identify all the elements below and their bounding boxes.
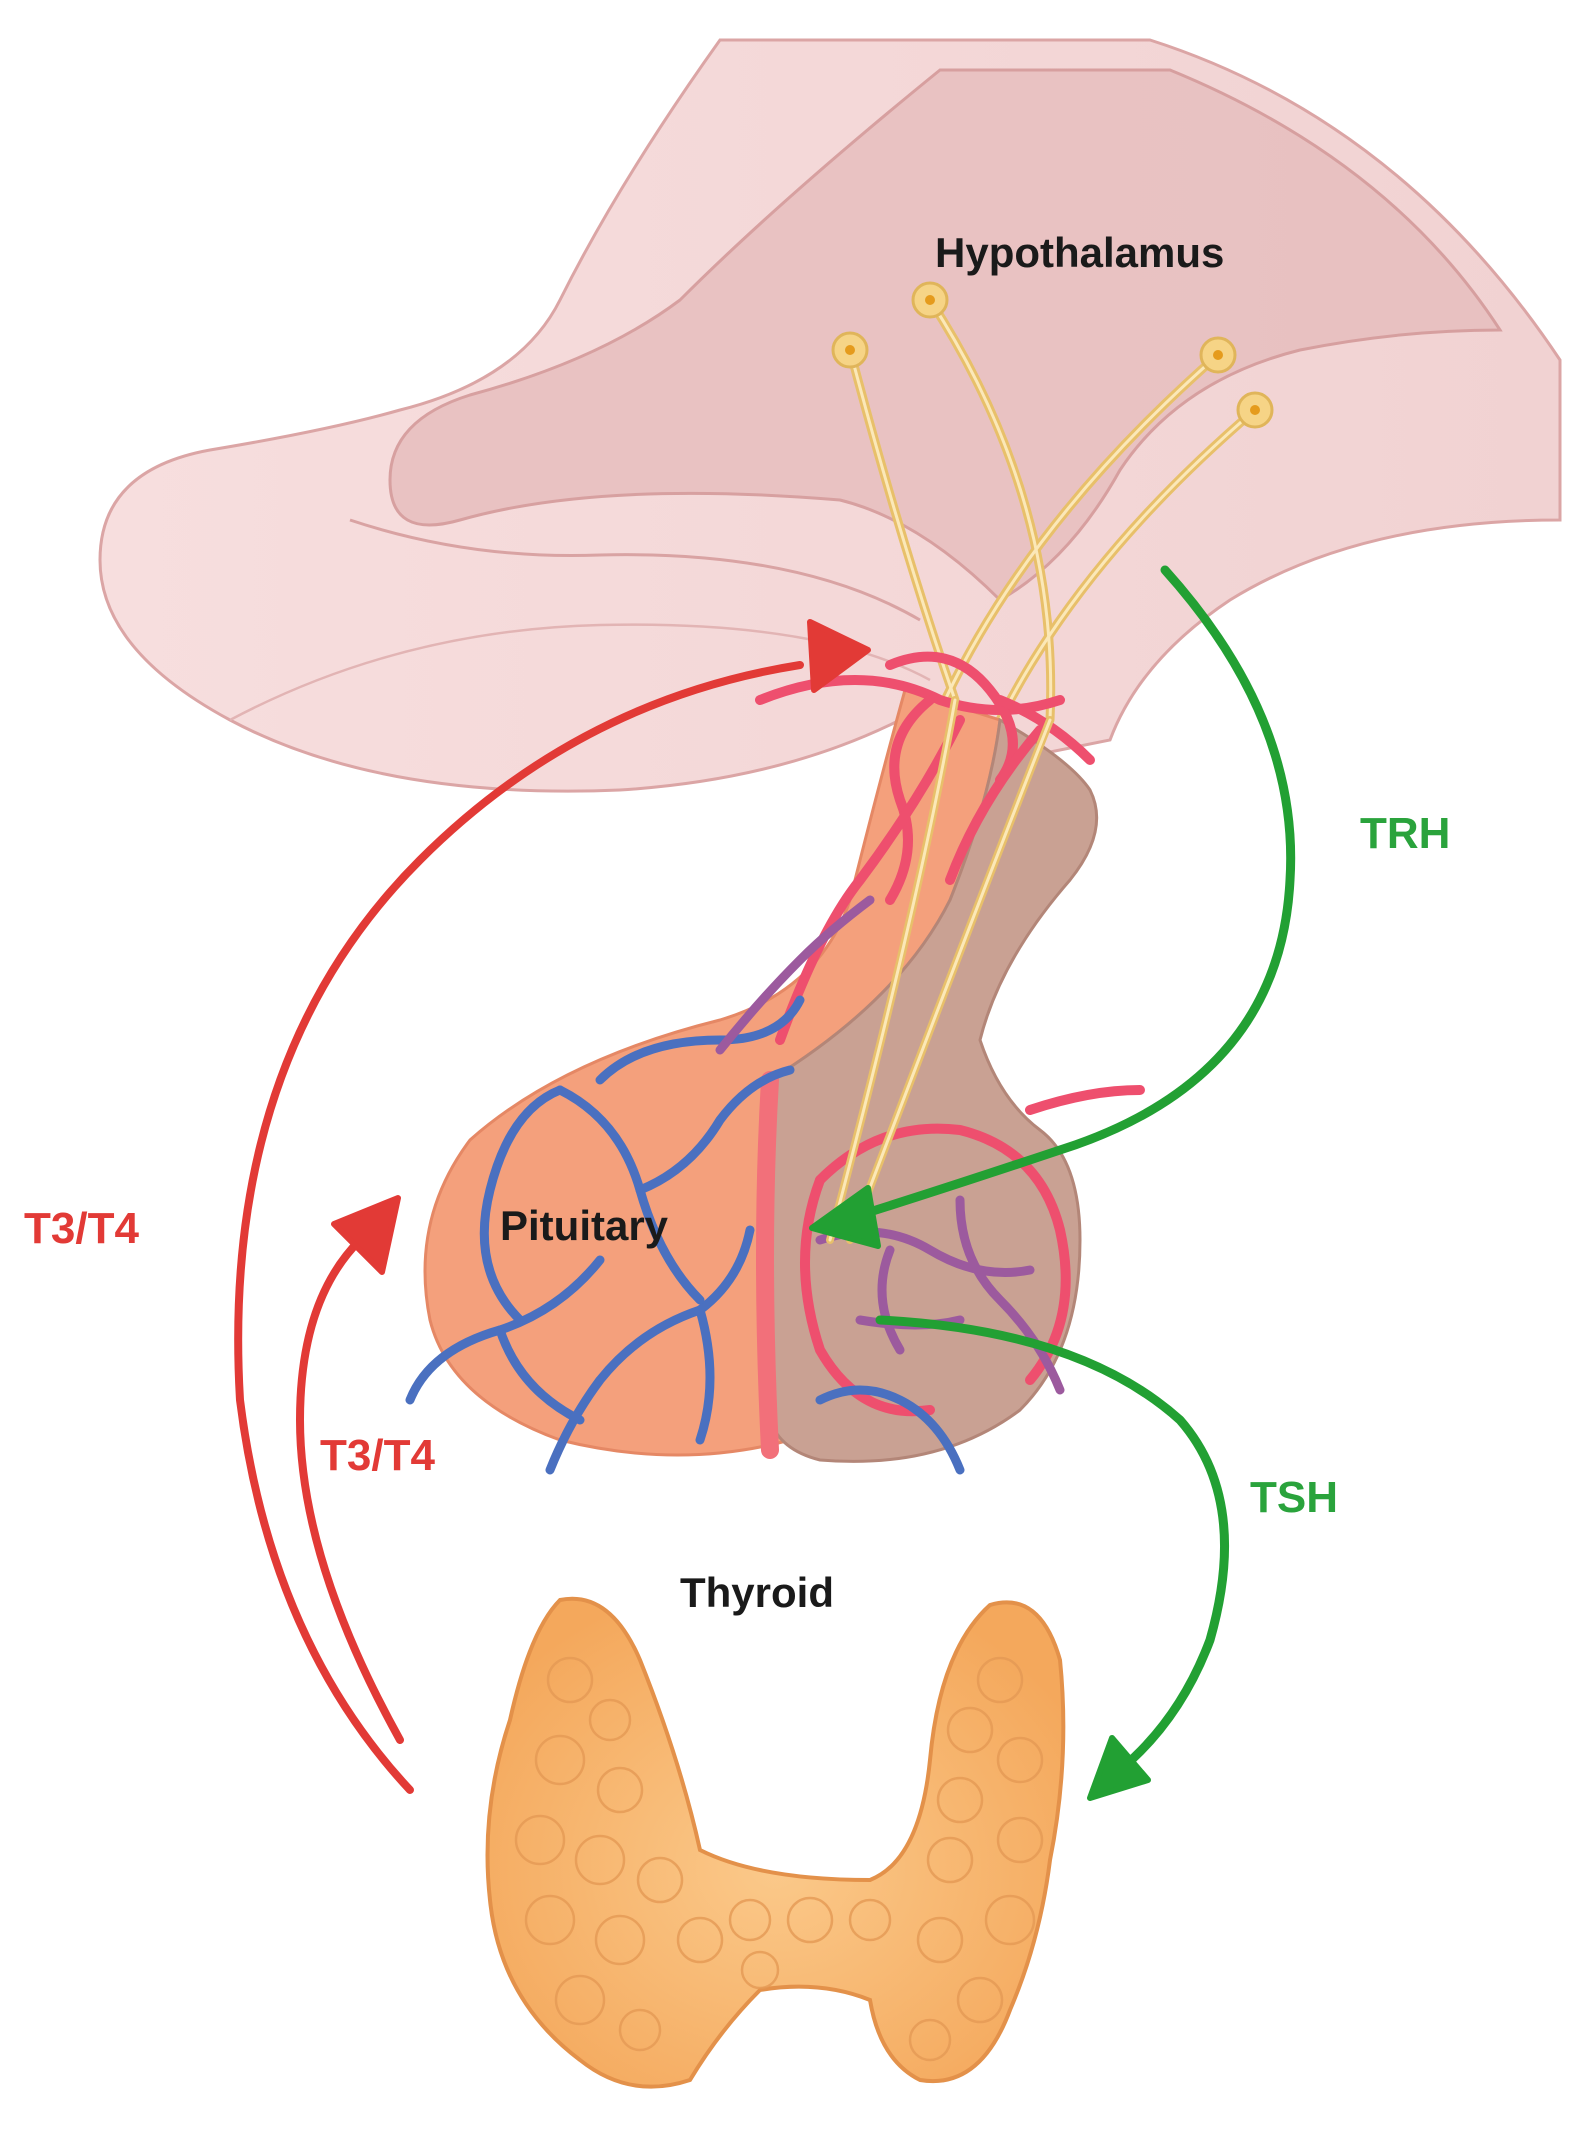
trh-arrow-line bbox=[855, 565, 1296, 1220]
anterior-veins bbox=[405, 995, 965, 1475]
hypothalamus-label: Hypothalamus bbox=[935, 229, 1225, 276]
thyroid-body bbox=[485, 1596, 1066, 2089]
tsh-label: TSH bbox=[1250, 1473, 1338, 1522]
tsh-arrow-line bbox=[875, 1315, 1230, 1775]
neuron-cell-bodies bbox=[831, 281, 1274, 429]
t3t4-inner-arrow-line bbox=[295, 1236, 404, 1744]
intermediate-lobe bbox=[756, 1071, 779, 1459]
pituitary-label: Pituitary bbox=[500, 1202, 669, 1249]
thyroid-gland bbox=[485, 1596, 1066, 2089]
trh-label: TRH bbox=[1360, 809, 1451, 858]
third-ventricle bbox=[388, 68, 1503, 602]
arrows bbox=[234, 565, 1296, 1801]
posterior-axons-inner bbox=[828, 698, 1052, 1242]
ventricle-inner-fold bbox=[349, 518, 921, 622]
t3t4-outer-label: T3/T4 bbox=[24, 1204, 139, 1253]
trh-arrowhead bbox=[809, 1185, 881, 1249]
pituitary-gland bbox=[405, 651, 1145, 1475]
t3t4-outer-arrowhead bbox=[807, 619, 871, 693]
thyroid-label: Thyroid bbox=[680, 1569, 834, 1616]
tsh-arrowhead bbox=[1087, 1735, 1151, 1801]
thyroid-follicles bbox=[514, 1656, 1044, 2062]
t3t4-inner-label: T3/T4 bbox=[320, 1431, 435, 1480]
t3t4-inner-arrowhead bbox=[331, 1195, 401, 1275]
t3t4-outer-arrow-line bbox=[234, 661, 804, 1794]
